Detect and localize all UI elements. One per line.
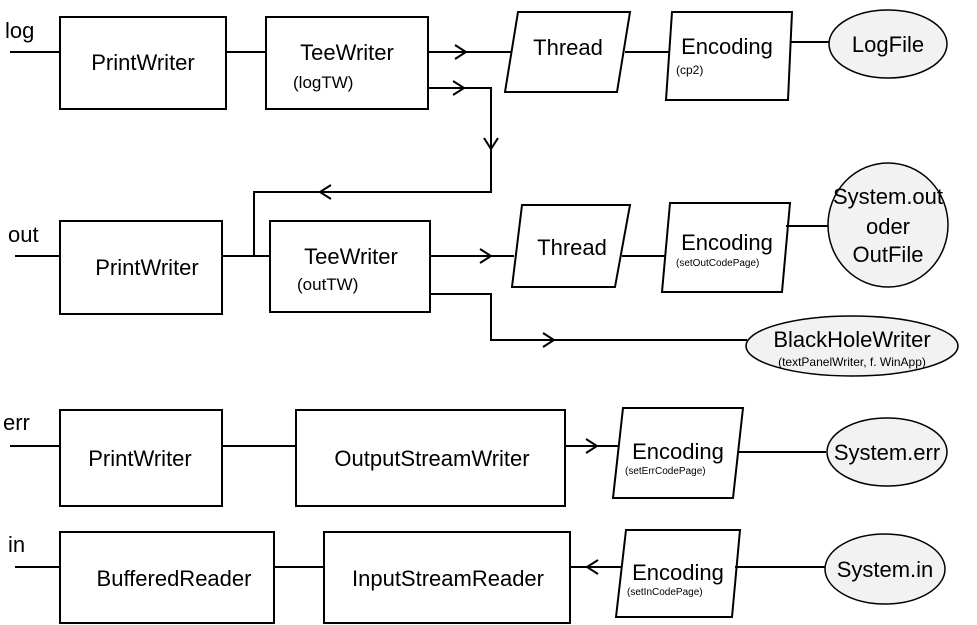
out-target-line1: System.out xyxy=(833,184,943,209)
in-bufferedreader-box xyxy=(59,531,275,624)
blackhole-node xyxy=(745,315,959,377)
log-teewriter-sublabel: (logTW) xyxy=(293,73,353,92)
out-row: out PrintWriter TeeWriter (outTW) Thread… xyxy=(8,162,959,377)
blackhole-sublabel: (textPanelWriter, f. WinApp) xyxy=(778,355,926,369)
log-to-out-connector xyxy=(253,87,492,256)
err-encoding-box xyxy=(611,407,745,499)
log-logfile-label: LogFile xyxy=(852,32,924,57)
log-branch-arrow-right xyxy=(452,80,466,96)
out-encoding-sublabel: (setOutCodePage) xyxy=(676,258,759,269)
err-encoding-sublabel: (setErrCodePage) xyxy=(625,466,706,477)
in-inputstreamreader-box xyxy=(323,531,571,624)
log-arrow-1 xyxy=(454,44,468,60)
in-row: in BufferedReader InputStreamReader Enco… xyxy=(8,529,946,624)
out-teewriter-label: TeeWriter xyxy=(304,244,398,269)
log-label: log xyxy=(5,18,34,43)
log-row: log PrintWriter TeeWriter (logTW) Thread… xyxy=(5,9,948,110)
out-thread-label: Thread xyxy=(537,235,607,260)
out-encoding-box xyxy=(660,202,792,293)
out-printwriter-box xyxy=(59,220,223,315)
log-thread-box xyxy=(503,11,632,93)
log-logfile-node xyxy=(828,9,948,79)
out-arrow-1 xyxy=(479,248,493,264)
err-arrow-1 xyxy=(585,438,599,454)
in-encoding-label: Encoding xyxy=(632,560,724,585)
log-printwriter-box xyxy=(59,16,227,110)
out-target-line3: OutFile xyxy=(853,242,924,267)
err-outputstreamwriter-label: OutputStreamWriter xyxy=(334,446,529,471)
out-encoding-label: Encoding xyxy=(681,230,773,255)
out-thread-box xyxy=(510,204,632,288)
out-blackhole-arrow xyxy=(542,332,556,348)
err-row: err PrintWriter OutputStreamWriter Encod… xyxy=(3,407,948,507)
log-tee-branch xyxy=(253,80,499,256)
log-printwriter-label: PrintWriter xyxy=(91,50,195,75)
err-system-err-node xyxy=(826,417,948,487)
out-to-blackhole-connector xyxy=(430,293,747,341)
in-label: in xyxy=(8,532,25,557)
err-label: err xyxy=(3,410,30,435)
in-bufferedreader-label: BufferedReader xyxy=(97,566,252,591)
log-thread-label: Thread xyxy=(533,35,603,60)
blackhole-label: BlackHoleWriter xyxy=(773,327,930,352)
out-system-out-node xyxy=(827,162,949,288)
log-encoding-box xyxy=(664,11,794,101)
err-printwriter-box xyxy=(59,409,223,507)
log-encoding-label: Encoding xyxy=(681,34,773,59)
log-branch-arrow-down xyxy=(483,137,499,151)
out-label: out xyxy=(8,222,39,247)
out-printwriter-label: PrintWriter xyxy=(95,255,199,280)
out-teewriter-sublabel: (outTW) xyxy=(297,275,358,294)
in-inputstreamreader-label: InputStreamReader xyxy=(352,566,544,591)
out-teewriter-box xyxy=(269,220,431,313)
in-system-in-node xyxy=(824,533,946,605)
err-outputstreamwriter-box xyxy=(295,409,566,507)
in-arrow-1 xyxy=(585,559,599,575)
log-teewriter-label: TeeWriter xyxy=(300,40,394,65)
in-system-in-label: System.in xyxy=(837,557,934,582)
err-encoding-label: Encoding xyxy=(632,439,724,464)
in-encoding-sublabel: (setInCodePage) xyxy=(627,587,703,598)
out-target-line2: oder xyxy=(866,214,910,239)
err-printwriter-label: PrintWriter xyxy=(88,446,192,471)
log-encoding-sublabel: (cp2) xyxy=(676,63,703,77)
err-system-err-label: System.err xyxy=(834,440,940,465)
in-encoding-box xyxy=(614,529,742,618)
log-teewriter-box xyxy=(265,16,429,110)
log-branch-arrow-left xyxy=(318,184,332,200)
